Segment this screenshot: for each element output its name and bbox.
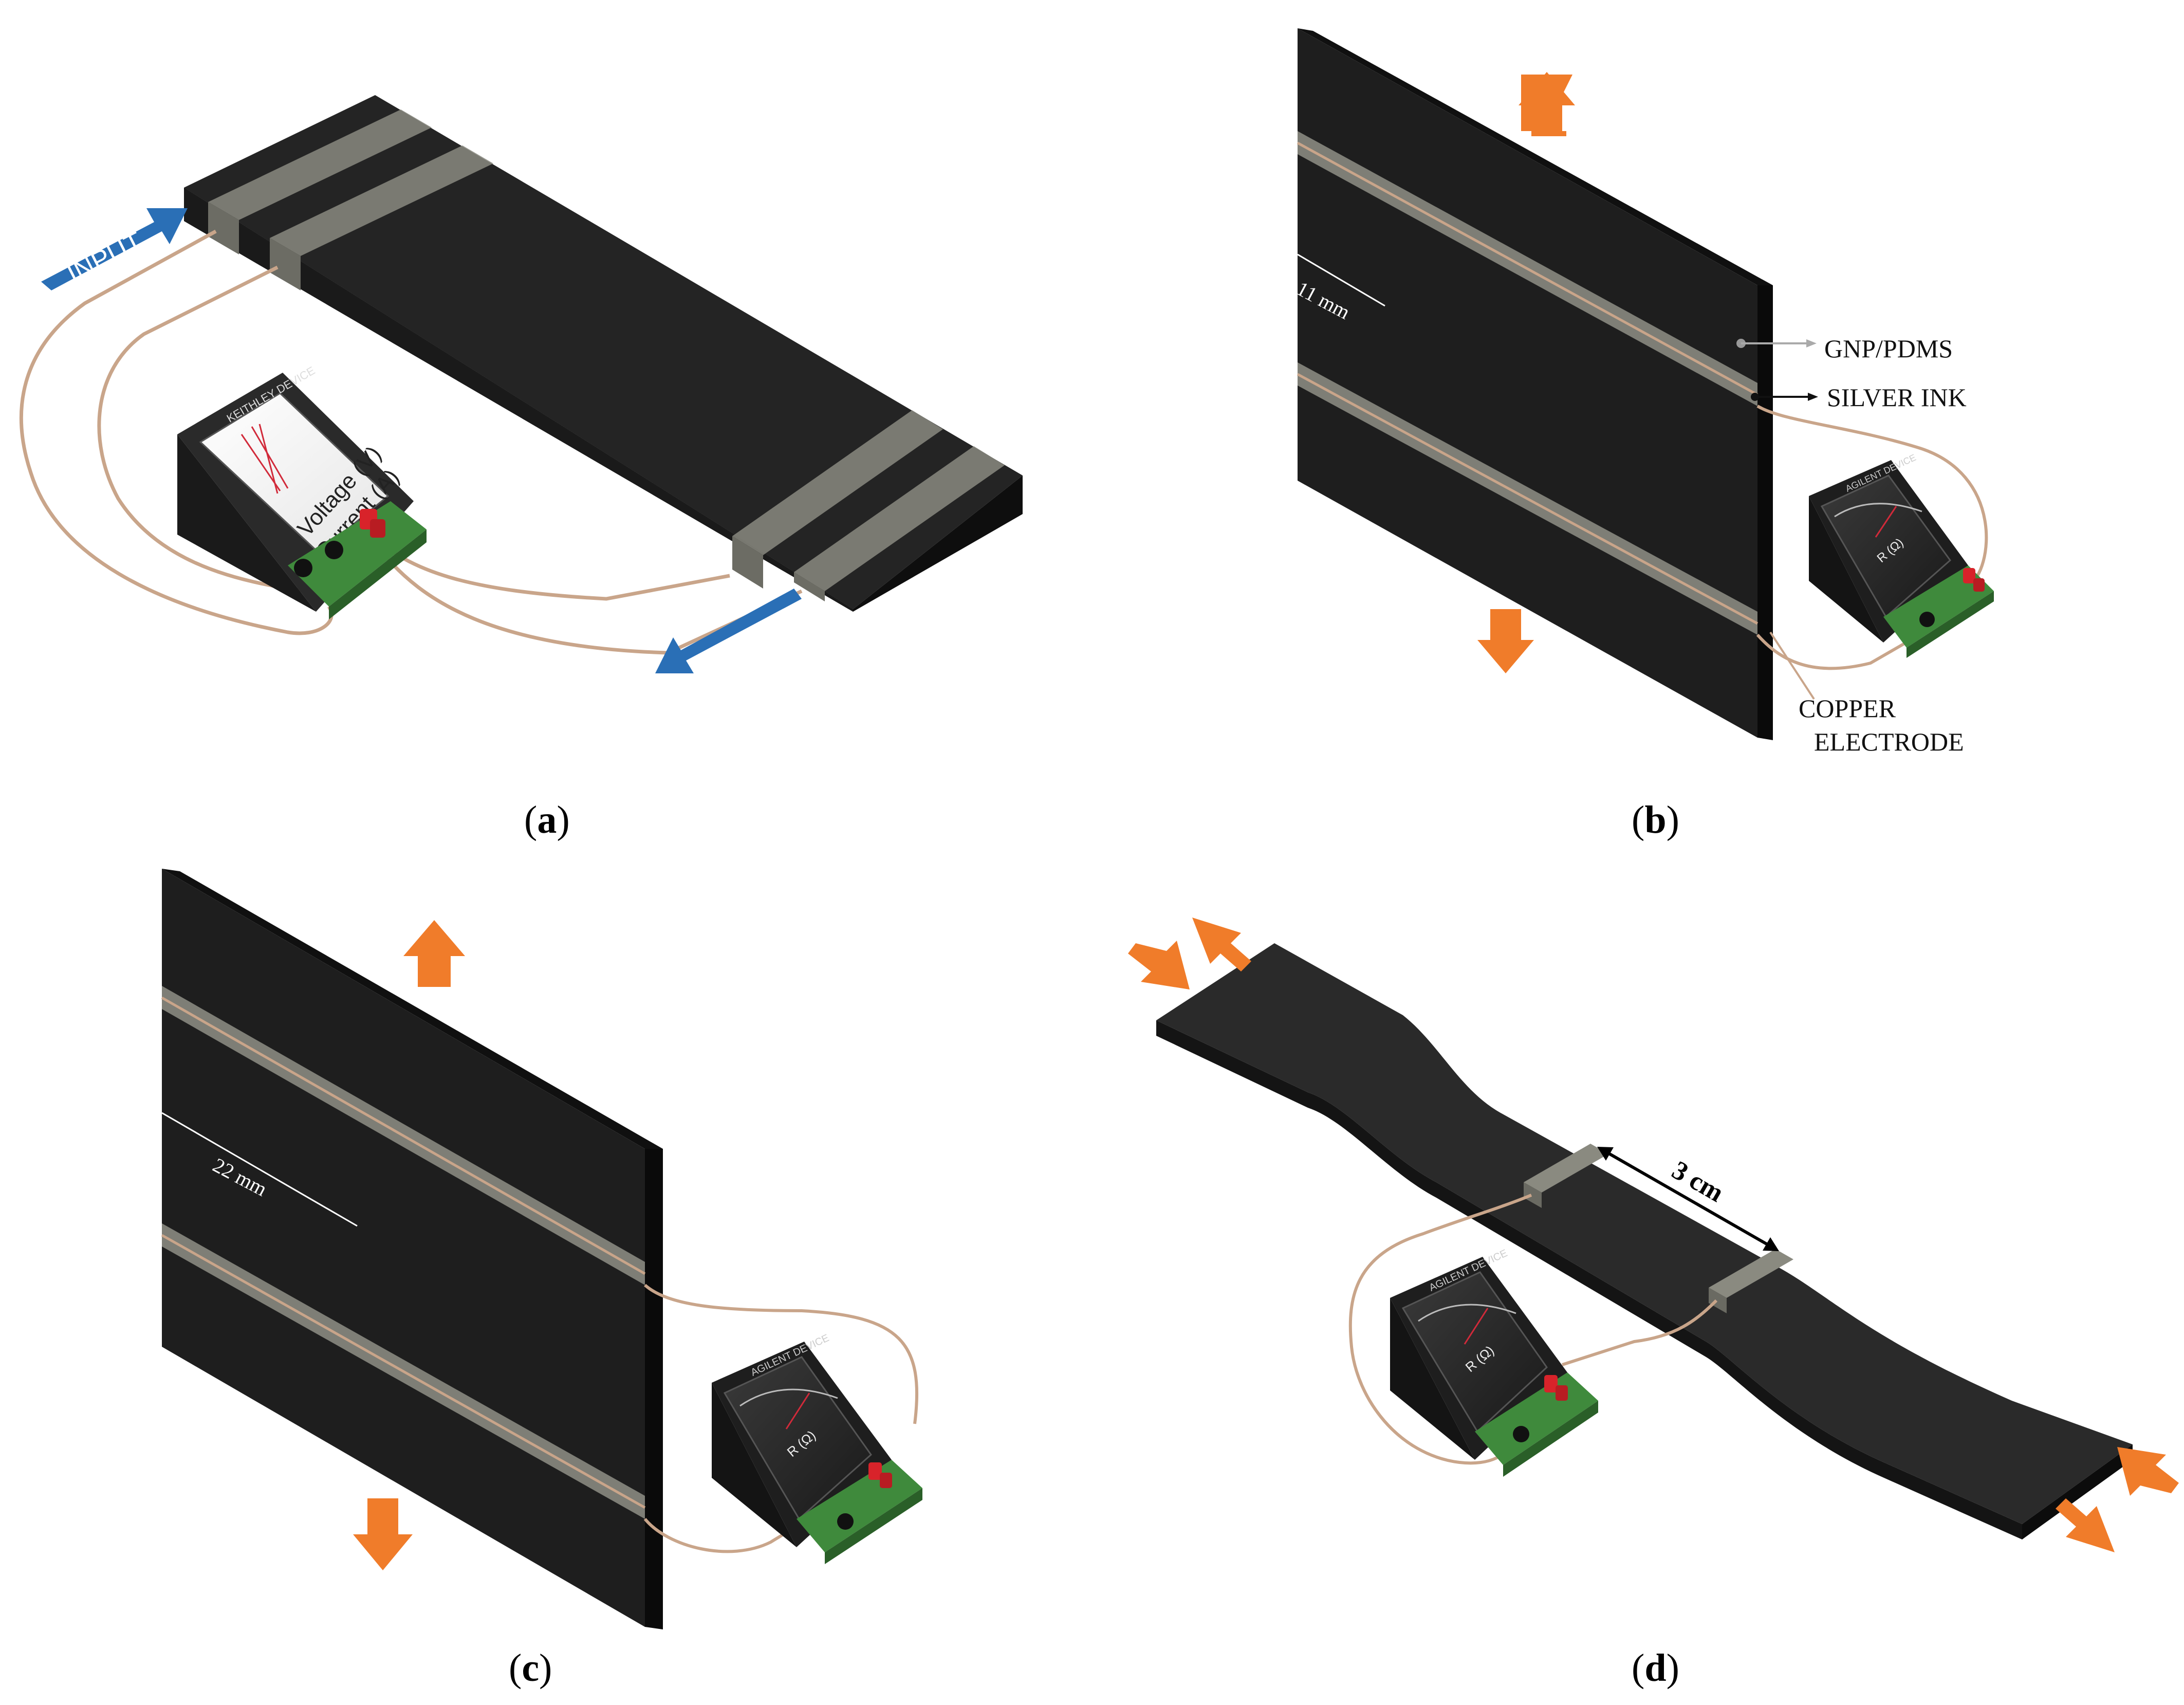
panel-d: 3 cm AGILENT DEVICE R (Ω) (d) — [1128, 918, 2179, 1690]
panel-d-dimension: 3 cm — [1667, 1156, 1729, 1208]
caption-c: (c) — [509, 1646, 552, 1690]
panel-a-wires — [19, 229, 803, 655]
panel-c-arrow-up — [403, 920, 465, 987]
panel-b-wires — [1756, 405, 1988, 670]
panel-c-arrow-down — [353, 1498, 413, 1570]
panel-a: INPUT OUTPUT KEITHLEY DEVICE Voltage (V)… — [19, 95, 1023, 841]
caption-a: (a) — [524, 798, 570, 841]
label-copper: COPPER — [1799, 694, 1896, 723]
input-label: INPUT — [62, 226, 147, 289]
panel-c-sample — [161, 869, 663, 1629]
panel-d-arrow-tl-1 — [1128, 941, 1190, 989]
panel-a-sample — [184, 95, 1023, 612]
panel-c: 22 mm AGILENT DEVICE R (Ω) (c) — [161, 869, 922, 1690]
panel-b-sample — [1297, 28, 1773, 740]
panel-d-dimension-line — [1600, 1147, 1776, 1251]
panel-d-arrow-tl-2 — [1192, 918, 1251, 971]
label-gnp-pdms: GNP/PDMS — [1824, 334, 1953, 363]
output-arrow: OUTPUT — [655, 589, 805, 701]
panel-b: 11 mm GNP/PDMS SILVER INK COPPER ELECTRO… — [1293, 28, 1994, 841]
panel-d-arrow-br-1 — [2117, 1447, 2179, 1496]
panel-b-arrow-up-head — [1519, 72, 1575, 136]
keithley-device: KEITHLEY DEVICE Voltage (V) Current (A) — [177, 364, 427, 619]
panel-d-wires — [1348, 1194, 1718, 1465]
label-electrode: ELECTRODE — [1814, 727, 1964, 756]
caption-d: (d) — [1632, 1646, 1679, 1690]
caption-b: (b) — [1632, 798, 1679, 841]
panel-b-dimension-line — [1297, 253, 1385, 307]
panel-b-arrow-down — [1477, 609, 1534, 673]
agilent-meter-c: AGILENT DEVICE R (Ω) — [712, 1332, 922, 1564]
input-arrow: INPUT — [41, 208, 188, 290]
panel-d-arrow-br-2 — [2056, 1498, 2115, 1552]
label-silver-ink: SILVER INK — [1827, 383, 1967, 412]
panel-c-dimension-line — [161, 1112, 358, 1227]
panel-d-dogbone — [1156, 943, 2133, 1539]
agilent-meter-b: AGILENT DEVICE R (Ω) — [1809, 452, 1994, 658]
